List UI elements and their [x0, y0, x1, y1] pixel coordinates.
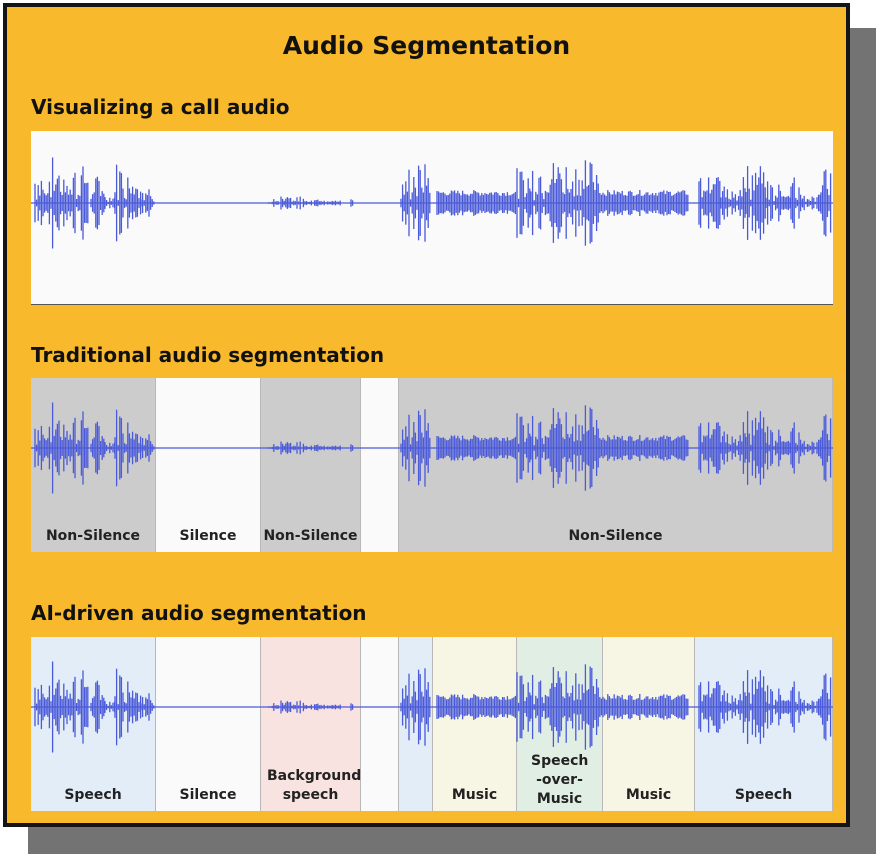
waveform-icon [31, 661, 833, 753]
waveform-icon [31, 402, 833, 494]
segment-label: Silence [179, 787, 237, 804]
section-heading-ai-driven: AI-driven audio segmentation [31, 601, 367, 625]
segment-gap [361, 378, 399, 552]
segment-music: Music [603, 637, 695, 811]
ai-segmentation-panel: Speech Silence Background speech Music S… [31, 637, 833, 811]
segment-non-silence: Non-Silence [261, 378, 361, 552]
segment-gap [361, 637, 399, 811]
section-heading-traditional: Traditional audio segmentation [31, 343, 385, 367]
segment-label: Non-Silence [45, 528, 141, 545]
waveform-icon [31, 157, 833, 249]
infographic-card: Audio Segmentation Visualizing a call au… [3, 3, 850, 827]
section-heading-visualizing: Visualizing a call audio [31, 95, 290, 119]
segment-label: Speech [64, 787, 122, 804]
segment-label: Non-Silence [263, 528, 358, 545]
segment-label: Background speech [267, 768, 362, 804]
traditional-segmentation-panel: Non-Silence Silence Non-Silence Non-Sile… [31, 378, 833, 552]
segment-label: Music [451, 787, 498, 804]
segment-label: Silence [179, 528, 237, 545]
page-title: Audio Segmentation [282, 31, 571, 60]
segment-speech: Speech [31, 637, 156, 811]
segment-silence: Silence [156, 637, 261, 811]
segment-silence: Silence [156, 378, 261, 552]
segment-label: Music [625, 787, 672, 804]
segment-label: Speech [734, 787, 793, 804]
segment-speech-short [399, 637, 433, 811]
segment-non-silence: Non-Silence [31, 378, 156, 552]
segment-music: Music [433, 637, 517, 811]
waveform-panel [31, 131, 833, 305]
segment-label: Non-Silence [568, 528, 663, 545]
segment-background-speech: Background speech [261, 637, 361, 811]
segment-label: Speech -over- Music [531, 753, 589, 808]
